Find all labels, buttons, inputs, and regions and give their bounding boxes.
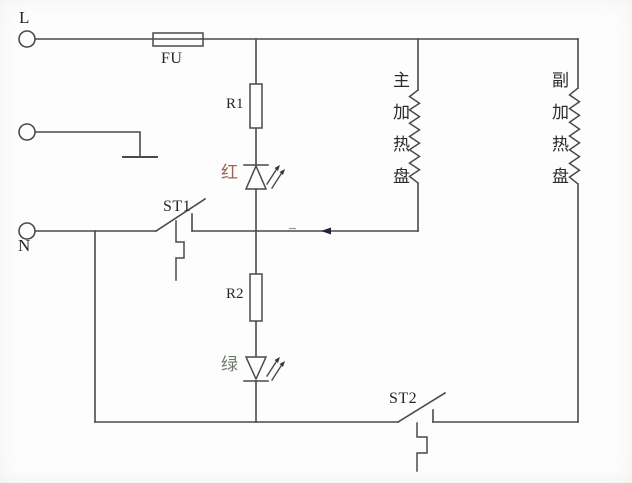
- live-terminal-circle: [18, 30, 36, 48]
- main-heater-label: 主加热盘: [390, 71, 409, 199]
- aux-heater-label: 副加热盘: [549, 71, 568, 199]
- st1-label: ST1: [163, 198, 192, 215]
- r1-symbol: [249, 83, 263, 129]
- neutral-terminal-circle: [18, 222, 36, 240]
- live-terminal-label: L: [19, 8, 30, 27]
- st1-blade: [154, 197, 207, 233]
- aux-heater-coil: [568, 86, 581, 186]
- green-lamp-label: 绿: [221, 355, 238, 374]
- neutral-terminal-label: N: [18, 236, 31, 255]
- spare-terminal-circle: [18, 123, 36, 141]
- red-lamp-label: 红: [221, 163, 238, 182]
- red-led-ray-arrowhead-1: [274, 165, 280, 171]
- red-led-ray-lines: [266, 166, 284, 189]
- r2-label: R2: [226, 286, 244, 302]
- main-heater-coil: [408, 88, 421, 185]
- mid-rail-arrow-mark: [321, 227, 331, 235]
- red-led-ray-arrowhead-2: [279, 169, 285, 175]
- green-led-ray-lines: [266, 358, 284, 381]
- st1-thermal-actuator: [175, 220, 185, 281]
- spare-terminal-wire: [34, 131, 141, 158]
- red-led-triangle: [244, 164, 268, 190]
- fuse-symbol: [152, 32, 204, 47]
- green-led-triangle: [244, 356, 268, 381]
- r1-label: R1: [226, 96, 244, 112]
- st2-thermal-actuator: [416, 422, 428, 472]
- st2-label: ST2: [389, 390, 418, 407]
- green-led-ray-arrowhead-2: [279, 361, 285, 367]
- r2-symbol: [249, 273, 263, 322]
- fuse-label: FU: [161, 50, 183, 67]
- green-led-ray-arrowhead-1: [274, 357, 280, 363]
- st2-blade: [396, 391, 447, 424]
